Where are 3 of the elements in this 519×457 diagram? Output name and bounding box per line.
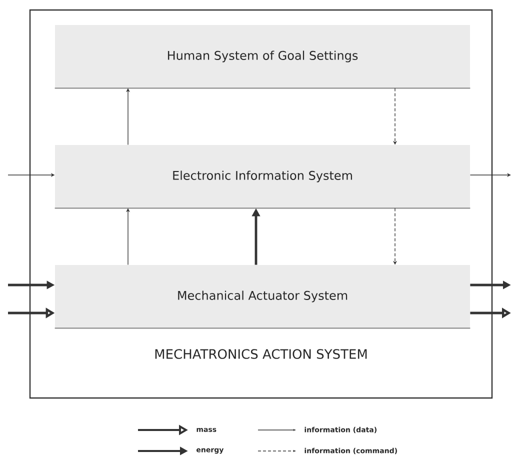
system-box: Mechanical Actuator System [54,265,470,329]
system-box: Human System of Goal Settings [54,25,470,89]
system-box: Electronic Information System [54,145,470,209]
